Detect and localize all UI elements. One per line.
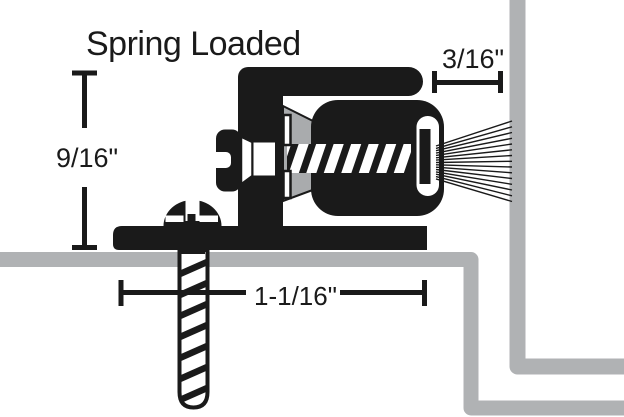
mounting-flange — [113, 226, 427, 250]
height-dimension-label: 9/16" — [56, 143, 119, 173]
mounting-screw — [177, 242, 210, 410]
flange-screw-head — [163, 198, 222, 226]
diagram-title: Spring Loaded — [86, 25, 301, 63]
base-width-dimension-label: 1-1/16" — [254, 281, 337, 311]
screw-shank — [253, 142, 275, 176]
wall-profile — [509, 0, 624, 375]
dimension-reach — [432, 71, 503, 93]
dimension-height — [72, 70, 97, 250]
reach-dimension-label: 3/16" — [442, 44, 505, 74]
screw-thread — [287, 144, 411, 173]
adjustment-screw — [211, 129, 411, 192]
adjustment-screw-slot — [211, 152, 231, 168]
retainer-slots — [282, 113, 292, 200]
brush-bristles — [435, 120, 513, 203]
brush-backing — [419, 129, 431, 184]
floor-profile — [0, 252, 624, 416]
dimension-base-width — [118, 280, 427, 306]
